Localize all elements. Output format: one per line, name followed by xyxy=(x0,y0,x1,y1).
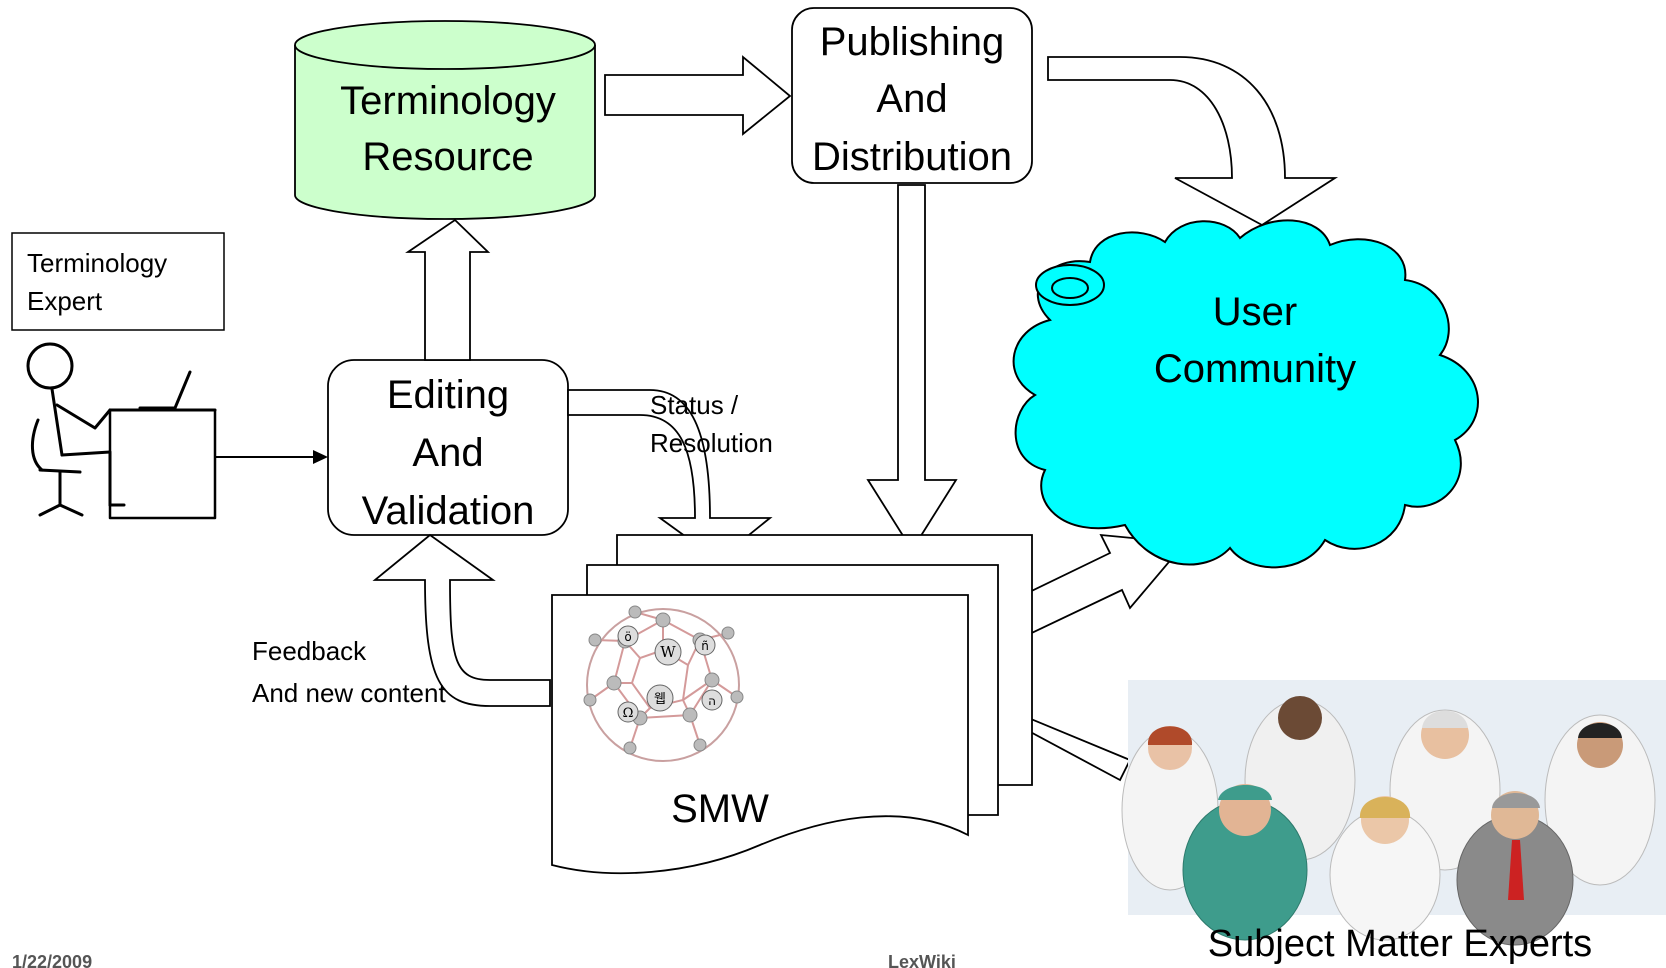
editing-label-3: Validation xyxy=(362,489,535,533)
smw-to-editing-arrow xyxy=(372,533,551,707)
experts-label: Subject Matter Experts xyxy=(1208,923,1592,965)
publishing-label-2: And xyxy=(876,77,947,121)
editing-label-2: And xyxy=(412,431,483,475)
community-label-1: User xyxy=(1213,290,1297,334)
smw-label: SMW xyxy=(671,787,769,831)
publishing-to-smw-arrow xyxy=(866,184,958,552)
expert-label-box: Terminology Expert xyxy=(11,232,225,331)
user-community-node: User Community xyxy=(1012,219,1479,569)
expert-label-1: Terminology xyxy=(27,248,167,278)
smw-logo-glyph-2: W xyxy=(660,643,676,661)
feedback-label-2: And new content xyxy=(252,678,446,708)
resource-to-publishing-arrow xyxy=(604,55,792,136)
experts-photo: Subject Matter Experts xyxy=(1121,680,1666,965)
status-label-2: Resolution xyxy=(650,428,773,458)
editing-to-resource-arrow xyxy=(405,218,491,361)
expert-to-editing-arrow xyxy=(215,450,328,464)
footer-date: 1/22/2009 xyxy=(12,952,92,968)
smw-logo-glyph-4: ö xyxy=(624,630,631,644)
feedback-label-1: Feedback xyxy=(252,636,367,666)
community-label-2: Community xyxy=(1154,347,1356,391)
expert-figure-icon xyxy=(26,342,217,520)
expert-label-2: Expert xyxy=(27,286,103,316)
smw-logo-glyph-6: ה xyxy=(708,694,716,708)
smw-logo-icon: Ω W 웹 ö ñ ה xyxy=(583,605,744,762)
terminology-resource-label-1: Terminology xyxy=(340,79,556,123)
status-label-1: Status / xyxy=(650,390,739,420)
smw-logo-glyph-3: 웹 xyxy=(654,692,666,707)
publishing-to-community-arrow xyxy=(1047,56,1339,227)
publishing-label-1: Publishing xyxy=(820,20,1005,64)
terminology-resource-node: Terminology Resource xyxy=(294,20,596,220)
footer-center: LexWiki xyxy=(888,952,956,968)
terminology-resource-label-2: Resource xyxy=(362,135,533,179)
smw-logo-glyph-5: ñ xyxy=(701,639,709,653)
editing-label-1: Editing xyxy=(387,373,509,417)
smw-logo-glyph-1: Ω xyxy=(623,706,634,721)
publishing-label-3: Distribution xyxy=(812,135,1012,179)
experts-people-icon xyxy=(1121,696,1656,946)
editing-node: Editing And Validation xyxy=(327,359,569,536)
publishing-node: Publishing And Distribution xyxy=(791,7,1033,184)
